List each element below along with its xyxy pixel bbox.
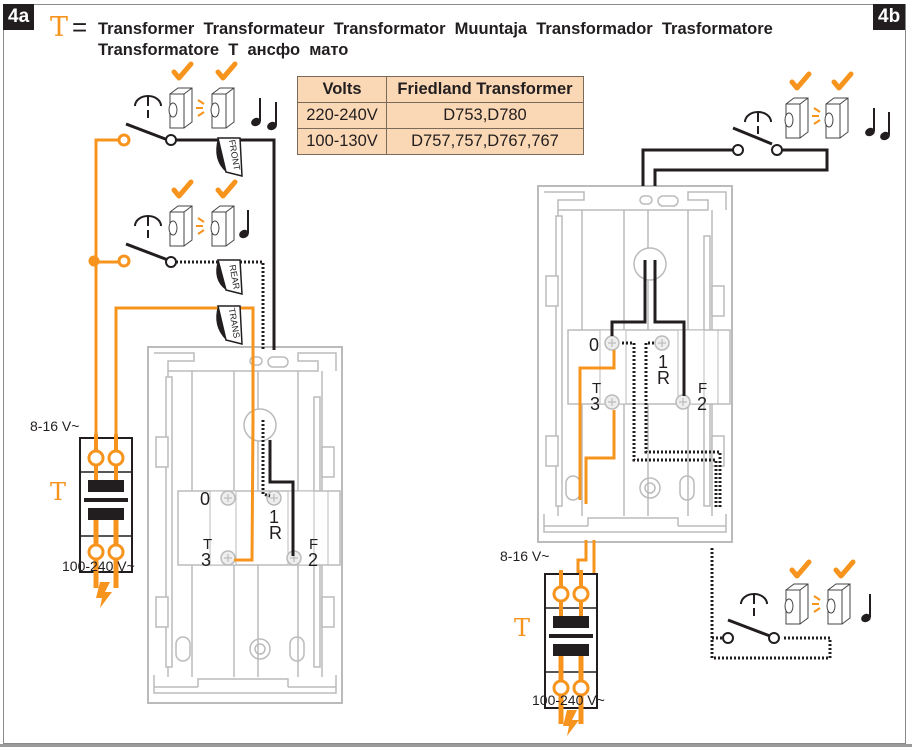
tag-trans bbox=[216, 305, 243, 345]
black-wire-front-4a bbox=[125, 122, 295, 556]
terminal-label-F: F bbox=[698, 380, 708, 397]
checkmark-icon bbox=[792, 74, 809, 88]
primary-voltage-label-4b: 100-240 V~ bbox=[532, 692, 605, 708]
orange-wire-4a bbox=[88, 133, 255, 562]
table-row: 100-130V D757,757,D767,767 bbox=[297, 128, 584, 155]
terminal-label-1: 1 bbox=[658, 352, 669, 372]
terminal-label-F: F bbox=[309, 536, 319, 553]
secondary-voltage-label-4a: 8-16 V~ bbox=[30, 418, 80, 434]
bottom-rule bbox=[0, 744, 912, 747]
terminal-label-1: 1 bbox=[269, 507, 280, 527]
black-wire-4b bbox=[610, 126, 829, 396]
checkmark-icon bbox=[834, 74, 851, 88]
dotted-wire-4b bbox=[622, 341, 832, 660]
chime-unit-4a bbox=[147, 346, 343, 704]
table-cell-volts: 100-130V bbox=[297, 128, 387, 155]
checkmark-icon bbox=[836, 562, 853, 576]
terminal-label-0: 0 bbox=[589, 335, 600, 355]
sound-rays-icon bbox=[196, 217, 205, 235]
diagram-4a bbox=[80, 64, 343, 704]
terminal-label-3: 3 bbox=[590, 394, 601, 414]
dotted-wire-rear-4a bbox=[176, 260, 271, 498]
figure-frame bbox=[3, 4, 906, 744]
chime-icon bbox=[824, 97, 849, 139]
transformer-symbol-4a: T bbox=[50, 478, 67, 506]
terminal-screw-3 bbox=[604, 394, 620, 410]
primary-voltage-label-4a: 100-240 V~ bbox=[62, 558, 135, 574]
chime-icon bbox=[168, 205, 193, 247]
terminal-label-0: 0 bbox=[200, 489, 211, 509]
secondary-voltage-label-4b: 8-16 V~ bbox=[500, 548, 550, 564]
checkmark-icon bbox=[174, 64, 191, 78]
terminal-label-R: R bbox=[657, 368, 670, 388]
diagram-4b bbox=[537, 74, 893, 736]
chime-icon bbox=[210, 87, 235, 129]
terminal-screw-0 bbox=[220, 490, 236, 506]
lightning-bolt-icon bbox=[563, 710, 579, 736]
chime-icon bbox=[784, 97, 809, 139]
legend-equals: = bbox=[72, 12, 88, 42]
sound-rays-icon bbox=[812, 107, 821, 125]
terminal-label-T: T bbox=[203, 536, 213, 553]
checkmark-icon bbox=[218, 182, 235, 196]
terminal-label-R: R bbox=[269, 523, 282, 543]
terminal-label-2: 2 bbox=[308, 550, 319, 570]
chime-icon bbox=[210, 205, 235, 247]
terminal-screw-1 bbox=[266, 490, 282, 506]
checkmark-icon bbox=[174, 182, 191, 196]
tag-front bbox=[216, 137, 243, 177]
table-header-transformer: Friedland Transformer bbox=[386, 76, 584, 103]
chime-icon bbox=[168, 87, 193, 129]
sound-rays-icon bbox=[812, 595, 821, 613]
table-cell-models: D753,D780 bbox=[386, 102, 584, 129]
tag-rear bbox=[216, 259, 243, 295]
sound-rays-icon bbox=[196, 99, 205, 117]
figure-badge-4b: 4b bbox=[873, 4, 906, 30]
transformer-symbol-4b: T bbox=[514, 614, 531, 642]
pushbutton-icon bbox=[744, 111, 772, 135]
figure-badge-4a: 4a bbox=[3, 4, 35, 30]
music-note-icon bbox=[264, 101, 280, 133]
terminal-screw-2 bbox=[675, 394, 691, 410]
music-note-icon bbox=[236, 209, 252, 241]
chime-icon bbox=[826, 583, 851, 625]
checkmark-icon bbox=[792, 562, 809, 576]
table-header-row: Volts Friedland Transformer bbox=[297, 76, 584, 103]
transformer-table: Volts Friedland Transformer 220-240V D75… bbox=[297, 76, 584, 155]
music-note-icon bbox=[862, 107, 878, 139]
pushbutton-wire-4b-rear bbox=[722, 618, 780, 644]
table-cell-volts: 220-240V bbox=[297, 102, 387, 129]
terminal-screw-0 bbox=[604, 335, 620, 351]
terminal-label-2: 2 bbox=[697, 394, 708, 414]
table-cell-models: D757,757,D767,767 bbox=[386, 128, 584, 155]
music-note-icon bbox=[877, 111, 893, 143]
terminal-screw-3 bbox=[220, 550, 236, 566]
terminal-label-T: T bbox=[592, 380, 602, 397]
terminal-screw-1 bbox=[654, 335, 670, 351]
checkmark-icon bbox=[218, 64, 235, 78]
pushbutton-icon bbox=[134, 95, 162, 119]
rear-button-4a bbox=[125, 242, 177, 268]
terminal-label-3: 3 bbox=[201, 550, 212, 570]
transformer-symbol-legend: T bbox=[50, 12, 69, 43]
music-note-icon bbox=[248, 97, 264, 129]
legend-translations-line2: Transformatore T ансфо мато bbox=[98, 41, 349, 59]
music-note-icon bbox=[858, 593, 874, 625]
pushbutton-icon bbox=[740, 593, 768, 617]
table-row: 220-240V D753,D780 bbox=[297, 102, 584, 129]
chime-icon bbox=[784, 583, 809, 625]
pushbutton-icon bbox=[134, 215, 162, 239]
orange-wire-4b bbox=[576, 350, 616, 576]
legend-translations-line1: Transformer Transformateur Transformator… bbox=[98, 20, 773, 38]
